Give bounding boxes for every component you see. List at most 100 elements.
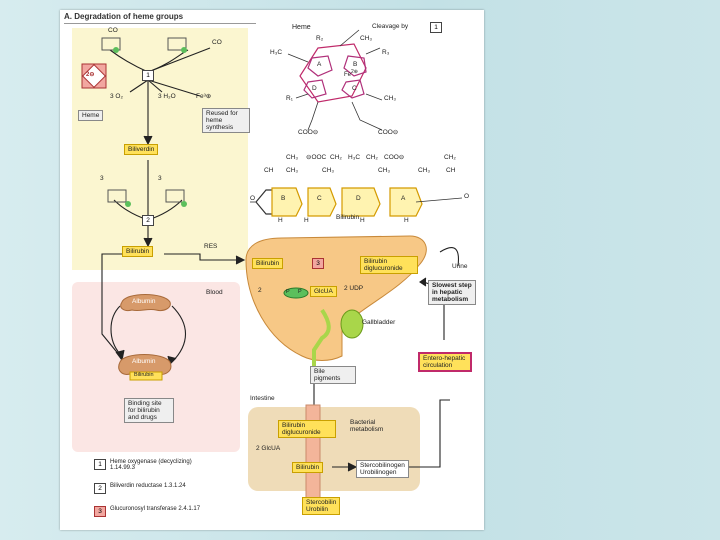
liver-glcua-box: GlcUA: [310, 286, 337, 298]
co-right-label: CO: [212, 39, 222, 46]
biliverdin-box: Biliverdin: [124, 144, 159, 156]
title-rule: [64, 23, 256, 24]
bili-o-right: O: [464, 193, 470, 200]
bili-ring-b: B: [281, 195, 286, 202]
heme-structure: [287, 29, 383, 131]
bili-ring-d: D: [356, 195, 361, 202]
bili-second-ch3-c: CH₃: [378, 167, 391, 174]
bili-h-3: H: [360, 217, 365, 224]
heme-sub-coo-left: COO⊖: [298, 129, 319, 136]
bili-ring-a: A: [401, 195, 406, 202]
heme-fragment-left: [101, 37, 121, 51]
albumin-top-label: Albumin: [132, 298, 156, 305]
bili-top-coo: COO⊖: [384, 154, 405, 161]
bili-o-left: O: [250, 195, 256, 202]
albumin-top-shape: [120, 294, 171, 312]
biliverdin-bead-right: [181, 201, 187, 207]
albumin-bilirubin-label: Bilirubin: [134, 372, 154, 378]
res-label: RES: [204, 243, 218, 250]
bili-second-ch3-a: CH₃: [286, 167, 299, 174]
udp-label: 2 UDP: [344, 285, 364, 292]
bilirubin-box: Bilirubin: [122, 246, 154, 258]
figure-page: A. Degradation of heme groups: [60, 10, 484, 530]
legend-text-1: Heme oxygenase (decyclizing) 1.14.99.3: [110, 459, 192, 472]
legend-text-2: Biliverdin reductase 1.3.1.24: [110, 483, 186, 489]
heme-diamond: [81, 63, 107, 89]
liver-p1-label: P: [286, 289, 290, 295]
bili-h-4: H: [404, 217, 409, 224]
heme-callout: Heme: [78, 110, 104, 122]
liver-diglucuronide-box: Bilirubin diglucuronide: [360, 256, 418, 275]
heme-sub-r3: R₃: [382, 49, 390, 56]
legend-text-3: Glucuronosyl transferase 2.4.1.17: [110, 506, 201, 512]
liver-shape: [245, 235, 427, 361]
water-label: 3 H₂O: [158, 93, 176, 100]
bili-second-ch-right: CH: [446, 167, 456, 174]
legend-num-1: 1: [94, 459, 106, 470]
biliverdin-fragment-right: [165, 189, 185, 203]
figure-title: A. Degradation of heme groups: [64, 12, 184, 21]
step-2-marker: 2: [142, 215, 154, 226]
fe3-label: Fe³⊕: [196, 93, 212, 100]
albumin-bottom-label: Albumin: [132, 358, 156, 365]
cleavage-label: Cleavage by: [372, 23, 409, 30]
bilirubin-structure: [250, 187, 463, 217]
heme-sub-r2: R₂: [316, 35, 324, 42]
urine-label: Urine: [452, 263, 468, 270]
intestine-label: Intestine: [250, 395, 275, 402]
stercobilin-label: Stercobilin: [306, 499, 337, 506]
liver-p2-label: P: [298, 289, 302, 295]
ring-b-label: B: [353, 61, 358, 68]
bili-second-ch-left: CH: [264, 167, 274, 174]
fragment-bead-left: [113, 47, 119, 53]
bile-duct: [312, 308, 331, 382]
bili-top-ooc: ⊖OOC: [306, 154, 327, 161]
intestine-bilirubin-box: Bilirubin: [292, 462, 324, 474]
bili-top-ch3: CH₃: [286, 154, 299, 161]
enterohepatic-box: Entero-hepatic circulation: [418, 352, 472, 373]
urobilinogen-label: Urobilinogen: [360, 469, 397, 477]
oxygen-label: 3 O₂: [110, 93, 123, 100]
bilirubin-structure-label: Bilirubin: [336, 214, 360, 221]
heme-sub-coo-right: COO⊖: [378, 129, 399, 136]
slowest-step-callout: Slowest step in hepatic metabolism: [428, 280, 476, 306]
biliverdin-bead-left: [125, 201, 131, 207]
gallbladder-label: Gallbladder: [362, 319, 396, 326]
ring-a-label: A: [317, 61, 322, 68]
bili-top-ch2-b: CH₂: [366, 154, 378, 161]
bili-second-ch3-b: CH₃: [322, 167, 335, 174]
albumin-binding-site: [129, 371, 163, 381]
binding-site-callout: Binding site for bilirubin and drugs: [124, 398, 174, 424]
heme-charge-label: 2⊖: [86, 72, 95, 78]
biliverdin-fragment-num-3b: 3: [158, 175, 162, 182]
fe-charge: 2⊕: [351, 69, 358, 75]
ring-d-label: D: [312, 85, 317, 92]
fragment-bead-right: [181, 47, 187, 53]
heme-sub-ch3-right: CH₃: [384, 95, 397, 102]
fe-label: Fe2⊕: [344, 69, 358, 78]
bile-pigments-callout: Bile pigments: [310, 366, 356, 385]
bili-h-1: H: [278, 217, 283, 224]
blood-label: Blood: [206, 289, 223, 296]
fe-symbol: Fe: [344, 72, 352, 78]
bili-ring-c: C: [317, 195, 322, 202]
gallbladder-shape: [340, 309, 364, 339]
intestine-glcua-label: 2 GlcUA: [256, 445, 281, 452]
heme-sub-ch3-top: CH₃: [360, 35, 373, 42]
biliverdin-fragment-left: [107, 189, 127, 203]
bili-top-h3c: H₃C: [348, 154, 361, 161]
biliverdin-fragment-num-3: 3: [100, 175, 104, 182]
co-top-label: CO: [108, 27, 118, 34]
legend-num-2: 2: [94, 483, 106, 494]
step-1-marker: 1: [142, 70, 154, 81]
bili-h-2: H: [304, 217, 309, 224]
liver-two-label: 2: [258, 287, 262, 294]
stercobilinogen-label: Stercobilinogen: [360, 462, 405, 469]
heme-label: Heme: [292, 24, 311, 31]
bacterial-metabolism-label: Bacterial metabolism: [350, 419, 384, 433]
bili-second-ch3-d: CH₃: [418, 167, 431, 174]
bili-top-ch2-c: CH₂: [444, 154, 456, 161]
reused-callout: Reused for heme synthesis: [202, 108, 250, 134]
udp-glcua-beads: [283, 287, 309, 299]
heme-sub-h3c: H₃C: [270, 49, 283, 56]
